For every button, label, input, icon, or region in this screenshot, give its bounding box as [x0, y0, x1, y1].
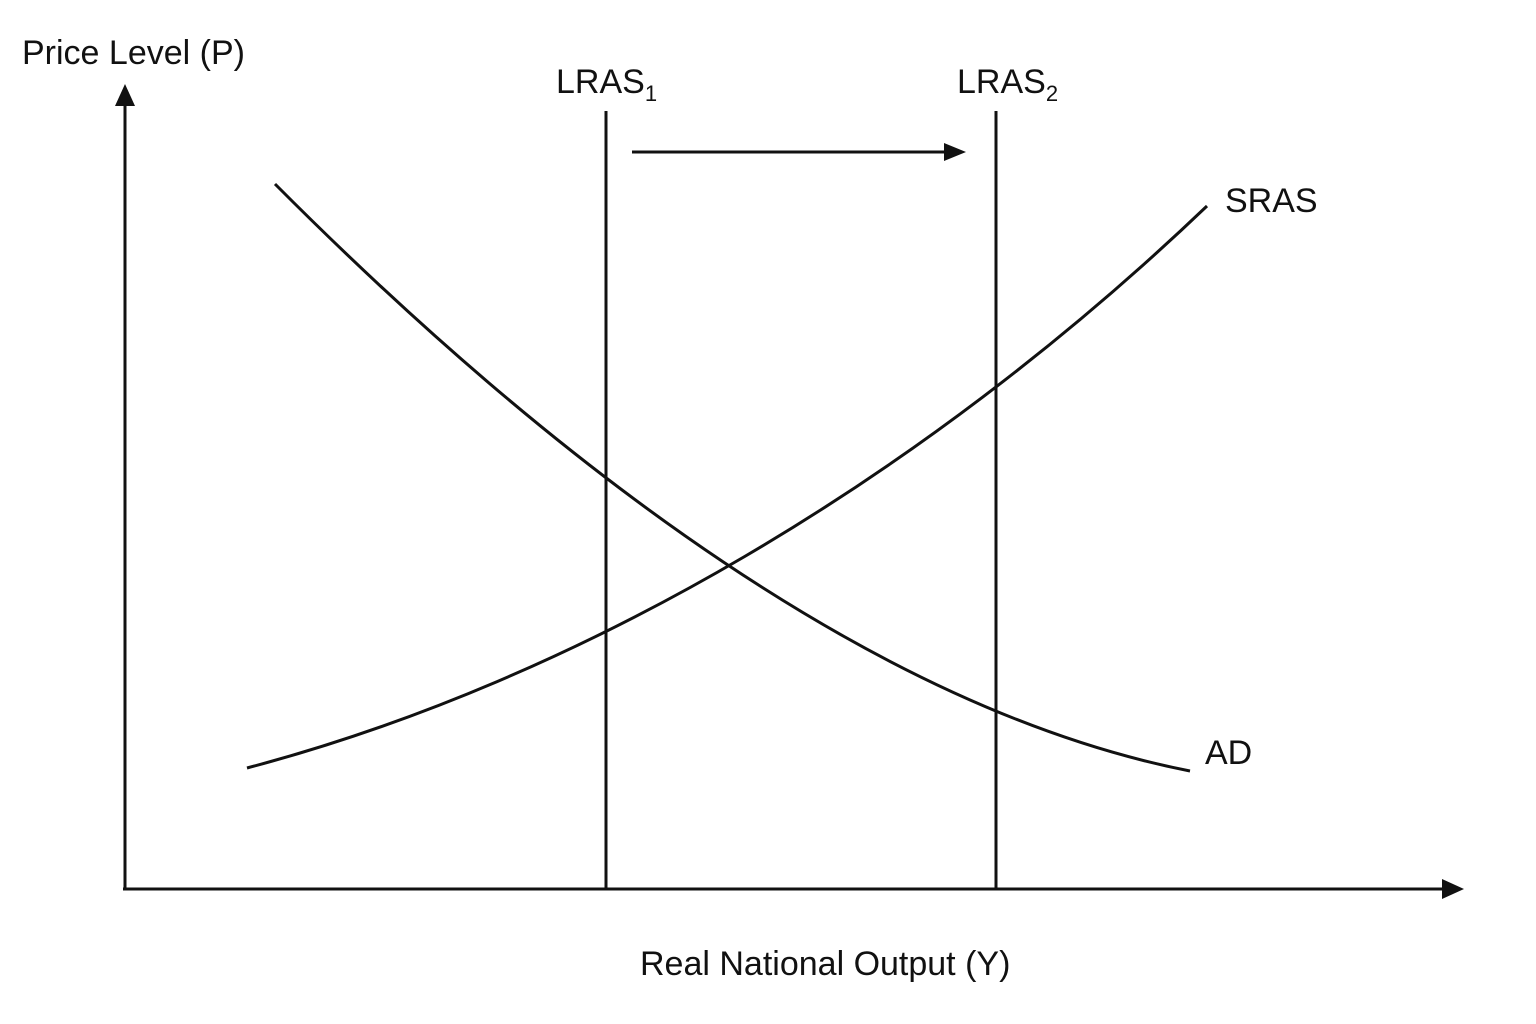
lras2-label: LRAS2: [957, 63, 1058, 106]
lras2-label-base: LRAS: [957, 63, 1046, 101]
x-axis-arrowhead: [1442, 879, 1464, 899]
sras-label: SRAS: [1225, 182, 1318, 220]
x-axis-label: Real National Output (Y): [640, 945, 1010, 983]
lras2-label-sub: 2: [1046, 81, 1058, 106]
y-axis-arrowhead: [115, 84, 135, 106]
lras1-label-base: LRAS: [556, 63, 645, 101]
lras1-label: LRAS1: [556, 63, 657, 106]
ad-curve: [273, 182, 1191, 773]
sras-curve: [246, 204, 1209, 770]
ad-label: AD: [1205, 734, 1252, 772]
lras-shift-arrowhead: [944, 143, 966, 161]
lras1-label-sub: 1: [645, 81, 657, 106]
y-axis-label: Price Level (P): [22, 34, 245, 72]
